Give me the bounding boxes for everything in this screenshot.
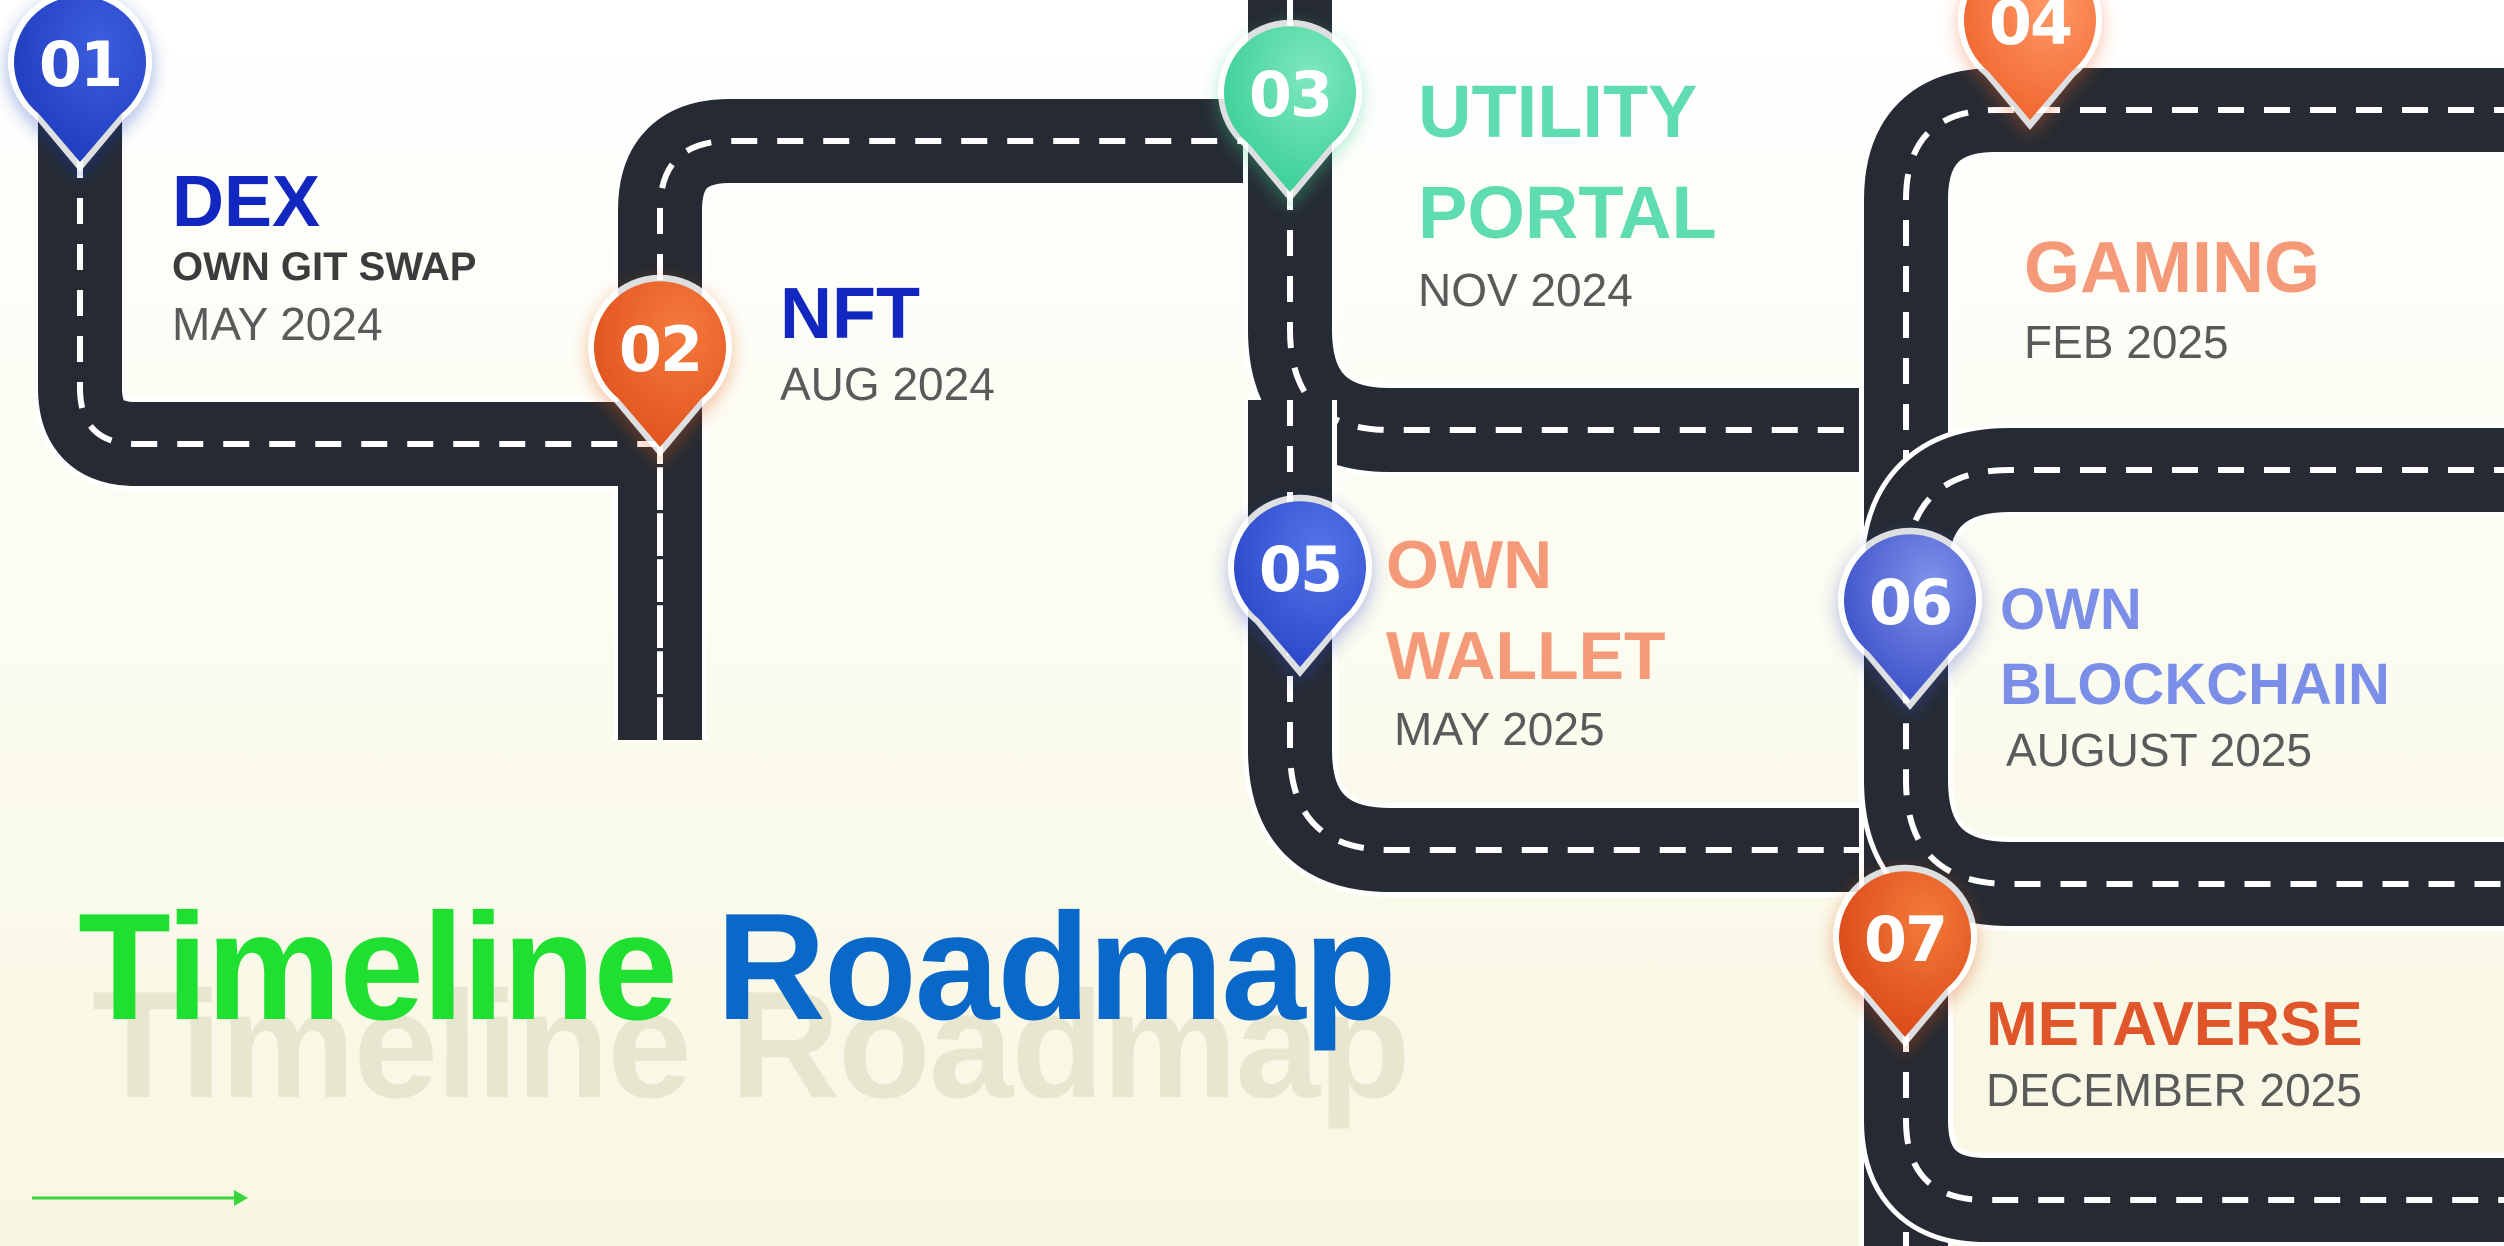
milestone-date: NOV 2024 [1418, 264, 1633, 317]
map-pin-icon [1218, 19, 1362, 202]
milestone-title-line: PORTAL [1418, 170, 1717, 254]
road-segment [33, 60, 1292, 740]
map-pin-icon [1958, 0, 2102, 130]
road-segment [1859, 63, 2504, 1246]
milestone-title-line: OWN [2000, 577, 2142, 642]
milestone-date: DECEMBER 2025 [1986, 1064, 2362, 1117]
milestone-title-line: METAVERSE [1986, 990, 2363, 1059]
milestone-date: AUG 2024 [780, 357, 995, 410]
milestone-label-04: GAMING FEB 2025 [2024, 228, 2320, 369]
milestone-date: AUGUST 2025 [2006, 723, 2312, 776]
title-word-timeline: Timeline [78, 882, 678, 1052]
milestone-label-02: NFT AUG 2024 [780, 274, 995, 411]
milestone-pin-05: 05 [1225, 494, 1375, 685]
milestone-title: OWN WALLET [1386, 520, 1666, 702]
title-word-roadmap: Roadmap [716, 882, 1397, 1052]
map-pin-icon [1838, 527, 1982, 710]
title-shadow-word: Timeline [92, 960, 692, 1130]
milestone-pin-03: 03 [1215, 19, 1365, 210]
map-pin-icon [1228, 494, 1372, 677]
milestone-number: 07 [1863, 903, 1948, 976]
milestone-title-line: OWN [1386, 527, 1553, 603]
milestone-label-03: UTILITY PORTAL NOV 2024 [1418, 62, 1717, 317]
milestone-label-06: OWN BLOCKCHAIN AUGUST 2025 [2000, 572, 2390, 777]
milestone-title: OWN BLOCKCHAIN [2000, 572, 2390, 723]
milestone-title-line: DEX [172, 162, 321, 242]
milestone-number: 03 [1248, 58, 1333, 131]
milestone-pin-06: 06 [1835, 527, 1985, 718]
milestone-label-07: METAVERSE DECEMBER 2025 [1986, 990, 2363, 1117]
milestone-title: UTILITY PORTAL [1418, 62, 1717, 263]
milestone-date: MAY 2025 [1394, 703, 1605, 756]
milestone-subtitle: OWN GIT SWAP [172, 244, 477, 289]
milestone-number: 02 [618, 313, 703, 386]
milestone-number: 05 [1258, 533, 1343, 606]
milestone-title: DEX [172, 162, 476, 243]
page-title: Timeline Roadmap Timeline Roadmap [78, 880, 1411, 1130]
milestone-title-line: WALLET [1386, 618, 1666, 695]
milestone-pin-01: 01 [5, 0, 155, 180]
milestone-title-line: UTILITY [1418, 70, 1698, 153]
arrow-right-icon [32, 1190, 248, 1206]
milestone-date: FEB 2025 [2024, 315, 2229, 368]
milestone-title: NFT [780, 274, 995, 355]
milestone-label-01: DEX OWN GIT SWAP MAY 2024 [172, 162, 476, 351]
title-text: Timeline Roadmap [78, 880, 1397, 1055]
map-pin-icon [1833, 864, 1977, 1047]
milestone-title-line: BLOCKCHAIN [2000, 652, 2390, 718]
milestone-title: GAMING [2024, 228, 2320, 309]
milestone-date: MAY 2024 [172, 297, 383, 350]
title-shadow-word: Roadmap [730, 960, 1411, 1130]
road-segment [1859, 980, 2504, 1246]
milestone-number: 06 [1868, 566, 1953, 639]
milestone-number: 01 [38, 28, 123, 101]
milestone-pin-02: 02 [585, 274, 735, 465]
milestone-title-line: NFT [780, 274, 920, 354]
map-pin-icon [8, 0, 152, 172]
milestone-label-05: OWN WALLET MAY 2025 [1386, 520, 1666, 756]
milestone-pin-04: 04 [1955, 0, 2105, 138]
map-pin-icon [588, 274, 732, 457]
milestone-pin-07: 07 [1830, 864, 1980, 1055]
milestone-title: METAVERSE [1986, 990, 2363, 1059]
road-segment [1243, 400, 1900, 897]
milestone-number: 04 [1988, 0, 2073, 59]
title-shadow: Timeline Roadmap [92, 958, 1411, 1133]
milestone-title-line: GAMING [2024, 228, 2320, 308]
